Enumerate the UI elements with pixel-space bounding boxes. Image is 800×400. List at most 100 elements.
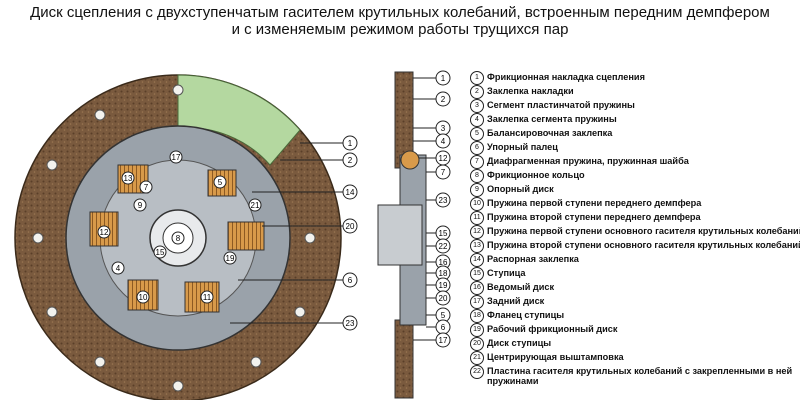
callout-label: 18: [439, 269, 448, 278]
callout-label: 7: [144, 183, 149, 192]
legend-text: Балансировочная заклепка: [487, 128, 613, 138]
legend-number: 22: [470, 365, 484, 379]
legend-number: 14: [470, 253, 484, 267]
callout-label: 5: [441, 311, 446, 320]
callout-label: 17: [439, 336, 448, 345]
callout-label: 21: [251, 201, 260, 210]
callout-label: 22: [439, 242, 448, 251]
section-lining-bottom: [394, 319, 414, 399]
legend-text: Ведомый диск: [487, 282, 555, 292]
callout-label: 9: [138, 201, 143, 210]
callout-label: 1: [348, 139, 353, 148]
legend-text: Ступица: [487, 268, 526, 278]
legend-text: Пластина гасителя крутильных колебаний с…: [487, 366, 793, 386]
callout-label: 12: [100, 228, 109, 237]
callout-label: 15: [156, 248, 165, 257]
callout-label: 6: [441, 323, 446, 332]
legend-number: 15: [470, 267, 484, 281]
callout-label: 20: [439, 294, 448, 303]
clutch-disc-side-section: [377, 71, 427, 399]
legend-number: 9: [470, 183, 484, 197]
legend-number: 6: [470, 141, 484, 155]
callouts-right: 1 2 3 4 12 7 23 15 22 16 18 19 20 5 6 17: [413, 70, 451, 348]
callout-label: 23: [346, 319, 355, 328]
callout-label: 13: [124, 174, 133, 183]
section-hub: [377, 204, 423, 266]
callout-label: 4: [441, 137, 446, 146]
legend-text: Опорный диск: [487, 184, 554, 194]
legend-text: Пружина второй ступени основного гасител…: [487, 240, 800, 250]
legend-number: 13: [470, 239, 484, 253]
legend-text: Пружина второй ступени переднего демпфер…: [487, 212, 701, 222]
legend-text: Фрикционная накладка сцепления: [487, 72, 645, 82]
title-line-2: и с изменяемым режимом работы трущихся п…: [231, 21, 569, 38]
legend-text: Заклепка накладки: [487, 86, 574, 96]
legend-number: 8: [470, 169, 484, 183]
callout-label: 1: [441, 74, 446, 83]
legend-text: Диск ступицы: [487, 338, 552, 348]
callout-label: 12: [439, 154, 448, 163]
callout-label: 4: [116, 264, 121, 273]
legend-number: 12: [470, 225, 484, 239]
callout-label: 11: [203, 293, 212, 302]
legend-number: 1: [470, 71, 484, 85]
legend-text: Пружина первой ступени основного гасител…: [487, 226, 800, 236]
legend-number: 19: [470, 323, 484, 337]
legend-text: Задний диск: [487, 296, 545, 306]
callout-label: 5: [218, 178, 223, 187]
legend-text: Диафрагменная пружина, пружинная шайба: [487, 156, 689, 166]
legend-text: Фланец ступицы: [487, 310, 565, 320]
legend-number: 3: [470, 99, 484, 113]
callout-label: 17: [172, 153, 181, 162]
title-line-1: Диск сцепления с двухступенчатым гасител…: [30, 4, 770, 21]
callout-label: 15: [439, 229, 448, 238]
legend-number: 7: [470, 155, 484, 169]
legend-text: Сегмент пластинчатой пружины: [487, 100, 635, 110]
section-spring: [400, 150, 420, 170]
legend-text: Центрирующая выштамповка: [487, 352, 624, 362]
callout-label: 2: [348, 156, 353, 165]
legend-number: 16: [470, 281, 484, 295]
callout-label: 6: [348, 276, 353, 285]
legend-number: 20: [470, 337, 484, 351]
legend-text: Заклепка сегмента пружины: [487, 114, 617, 124]
legend-number: 2: [470, 85, 484, 99]
callout-label: 10: [139, 293, 148, 302]
callout-label: 20: [346, 222, 355, 231]
diagram-title: Диск сцепления с двухступенчатым гасител…: [0, 4, 800, 38]
legend-text: Пружина первой ступени переднего демпфер…: [487, 198, 702, 208]
callout-label: 19: [226, 254, 235, 263]
rivets: [32, 84, 316, 392]
legend-text: Рабочий фрикционный диск: [487, 324, 618, 334]
legend-number: 17: [470, 295, 484, 309]
legend-text: Упорный палец: [487, 142, 558, 152]
legend-number: 5: [470, 127, 484, 141]
callout-label: 8: [176, 234, 181, 243]
callout-label: 3: [441, 124, 446, 133]
legend-number: 18: [470, 309, 484, 323]
callouts-left: 1 2 14 20 6 23 17 7 8 9 10 11 12 13 15 4…: [97, 135, 358, 331]
callout-label: 2: [441, 95, 446, 104]
